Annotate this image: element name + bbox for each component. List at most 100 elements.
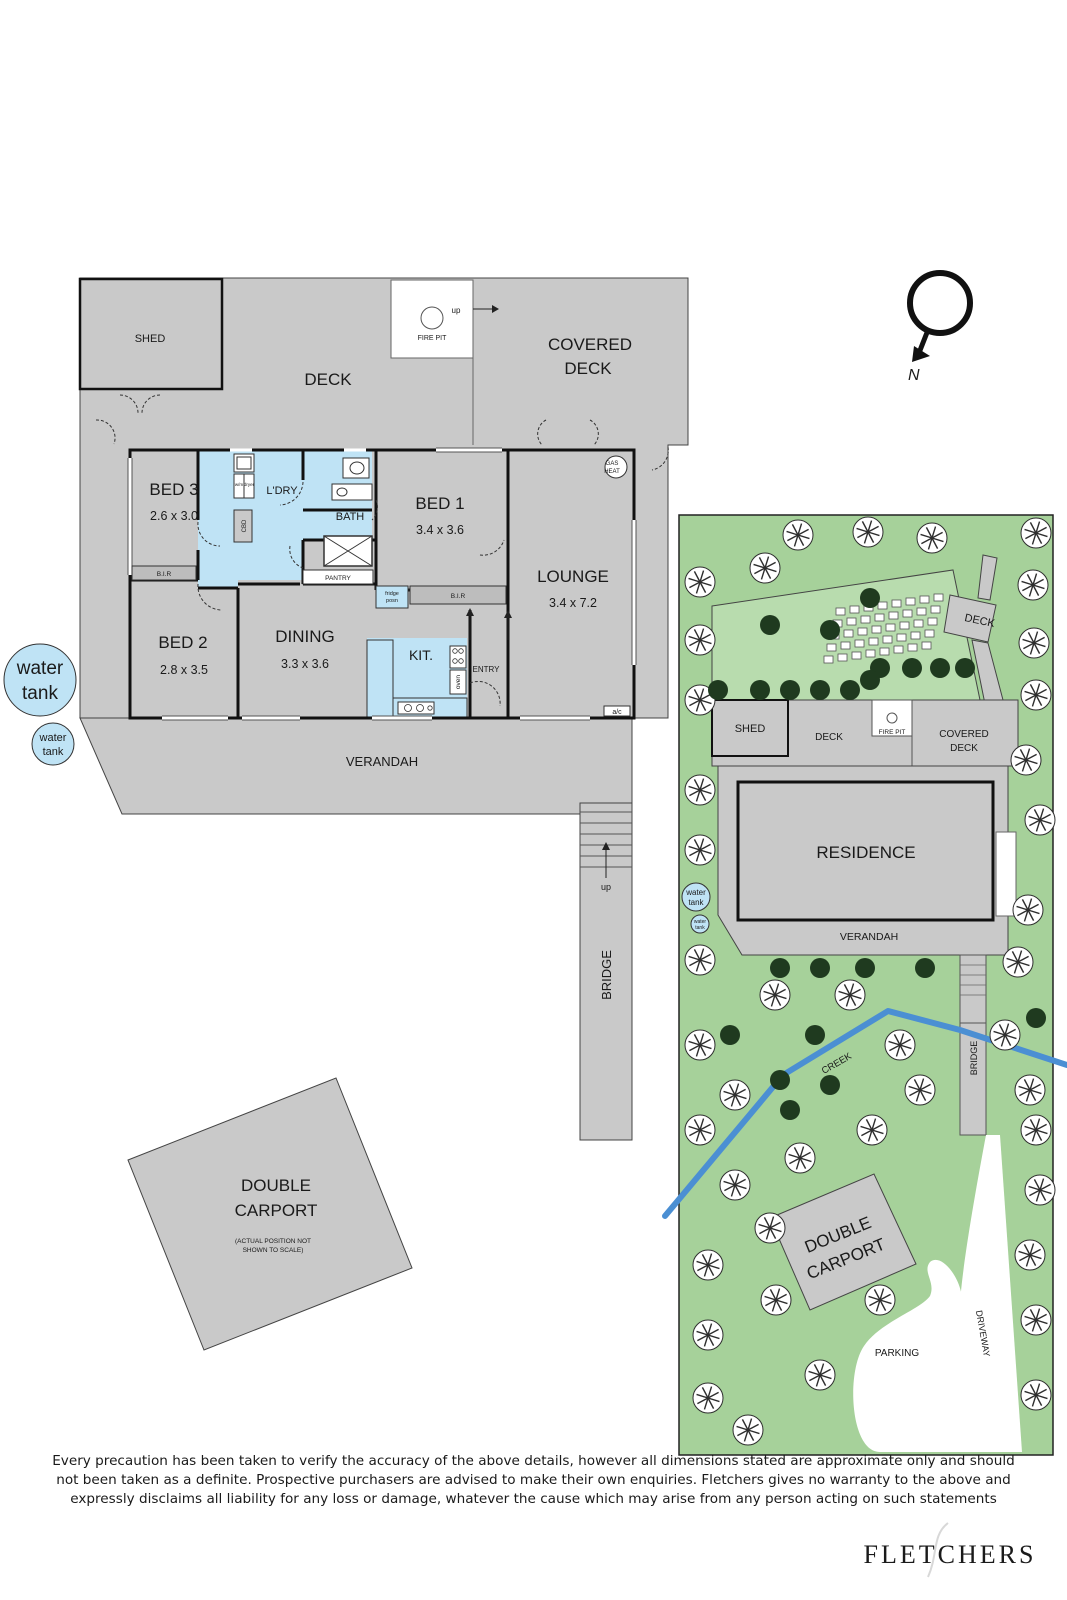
tree-icon <box>782 519 814 551</box>
garden-plot <box>835 607 846 616</box>
site-water-tank-small-label-1: water <box>694 919 707 925</box>
tree-icon <box>684 774 716 806</box>
cooktop-icon <box>449 645 467 669</box>
laundry-trough-icon <box>233 453 255 473</box>
disclaimer-line-3: expressly disclaims all liability for an… <box>70 1491 997 1507</box>
tree-icon <box>989 1019 1021 1051</box>
deck-label: DECK <box>304 370 352 389</box>
water-tank-large-label-1: water <box>16 658 64 679</box>
garden-plot <box>846 617 857 626</box>
site-stairs <box>959 954 987 1024</box>
cbd-label: CBD <box>242 519 248 532</box>
shrub-icon <box>770 958 790 978</box>
site-carport <box>769 1173 917 1311</box>
carport <box>127 1077 413 1351</box>
fridge-position <box>375 585 409 609</box>
shrub-icon <box>810 958 830 978</box>
shrub-icon <box>902 658 922 678</box>
shrub-icon <box>860 588 880 608</box>
ac-label: a/c <box>612 709 622 716</box>
dryer <box>243 473 255 499</box>
gas-heater-icon <box>604 455 628 479</box>
covered-deck-label-2: DECK <box>564 359 612 378</box>
shed-label: SHED <box>135 333 166 345</box>
compass: N <box>907 270 973 384</box>
garden-plot <box>874 613 885 622</box>
garden-plot <box>927 617 938 626</box>
site-fire-pit-label: FIRE PIT <box>879 729 906 736</box>
shrub-icon <box>720 1025 740 1045</box>
site-deck-top <box>943 594 997 643</box>
garden-plot <box>930 605 941 614</box>
garden-plot <box>849 605 860 614</box>
water-tank-large <box>3 643 77 717</box>
site-bridge <box>959 1022 987 1136</box>
tree-icon <box>1012 894 1044 926</box>
tree-icon <box>684 684 716 716</box>
disclaimer-line-1: Every precaution has been taken to verif… <box>52 1453 1015 1469</box>
site-bridge-label: BRIDGE <box>969 1041 979 1076</box>
tree-icon <box>754 1212 786 1244</box>
shrub-icon <box>810 680 830 700</box>
siteplan: DECK SHED DECK FIRE PIT COVERED DECK RES… <box>662 514 1067 1456</box>
wm-label: w/m <box>235 482 244 487</box>
entry-label: ENTRY <box>473 665 501 674</box>
bed1-bir-label: B.I.R <box>451 593 466 600</box>
fire-pit-label: FIRE PIT <box>418 335 448 342</box>
tree-icon <box>684 1029 716 1061</box>
residence <box>736 780 995 922</box>
water-tank-small-label-2: tank <box>43 746 64 758</box>
shrub-icon <box>955 658 975 678</box>
shrub-icon <box>930 658 950 678</box>
garden-plot <box>823 655 834 664</box>
bed3-bir-label: B.I.R <box>157 571 172 578</box>
driveway-parking <box>853 1135 1020 1452</box>
tree-icon <box>1002 946 1034 978</box>
fletchers-watermark: FLETCHERS <box>864 1522 1037 1578</box>
brand-name: FLETCHERS <box>864 1540 1037 1569</box>
lounge-label: LOUNGE <box>537 567 609 586</box>
site-fire-pit-icon <box>886 712 898 724</box>
shrub-icon <box>805 1025 825 1045</box>
shrub-icon <box>820 620 840 640</box>
garden-plot <box>896 633 907 642</box>
dryer-label: dryer <box>244 482 255 487</box>
garden-plot <box>826 643 837 652</box>
tree-icon <box>1020 1379 1052 1411</box>
lounge-size: 3.4 x 7.2 <box>549 596 597 610</box>
tree-icon <box>1018 627 1050 659</box>
garden-plot <box>893 645 904 654</box>
verandah-label: VERANDAH <box>346 754 418 769</box>
bed1-size: 3.4 x 3.6 <box>416 523 464 537</box>
tree-icon <box>692 1249 724 1281</box>
bed3-label: BED 3 <box>149 480 198 499</box>
laundry-label: L'DRY <box>266 485 298 497</box>
shrub-icon <box>860 670 880 690</box>
bed1-bir <box>409 585 507 605</box>
covered-deck-label-1: COVERED <box>548 335 632 354</box>
tree-icon <box>1024 804 1056 836</box>
floorplan: up BRIDGE SHED FIRE PIT up DECK COVERED … <box>3 277 689 1351</box>
garden-plot <box>860 615 871 624</box>
carport-note-1: (ACTUAL POSITION NOT <box>235 1238 311 1245</box>
shrub-icon <box>855 958 875 978</box>
shed <box>78 277 224 391</box>
garden-plot <box>879 647 890 656</box>
tree-icon <box>864 1284 896 1316</box>
tree-icon <box>1010 744 1042 776</box>
fridge-label-1: fridge <box>385 591 399 597</box>
tree-icon <box>884 1029 916 1061</box>
shrub-icon <box>840 680 860 700</box>
site-water-tank-small-label-2: tank <box>695 925 705 931</box>
tree-icon <box>1014 1239 1046 1271</box>
disclaimer-line-2: not been taken as a definite. Prospectiv… <box>56 1472 1011 1488</box>
shrub-icon <box>820 1075 840 1095</box>
shrub-icon <box>760 615 780 635</box>
shrub-icon <box>915 958 935 978</box>
garden-plot <box>840 641 851 650</box>
shrub-icon <box>780 680 800 700</box>
shrub-icon <box>780 1100 800 1120</box>
tree-icon <box>916 522 948 554</box>
pantry <box>302 569 374 585</box>
